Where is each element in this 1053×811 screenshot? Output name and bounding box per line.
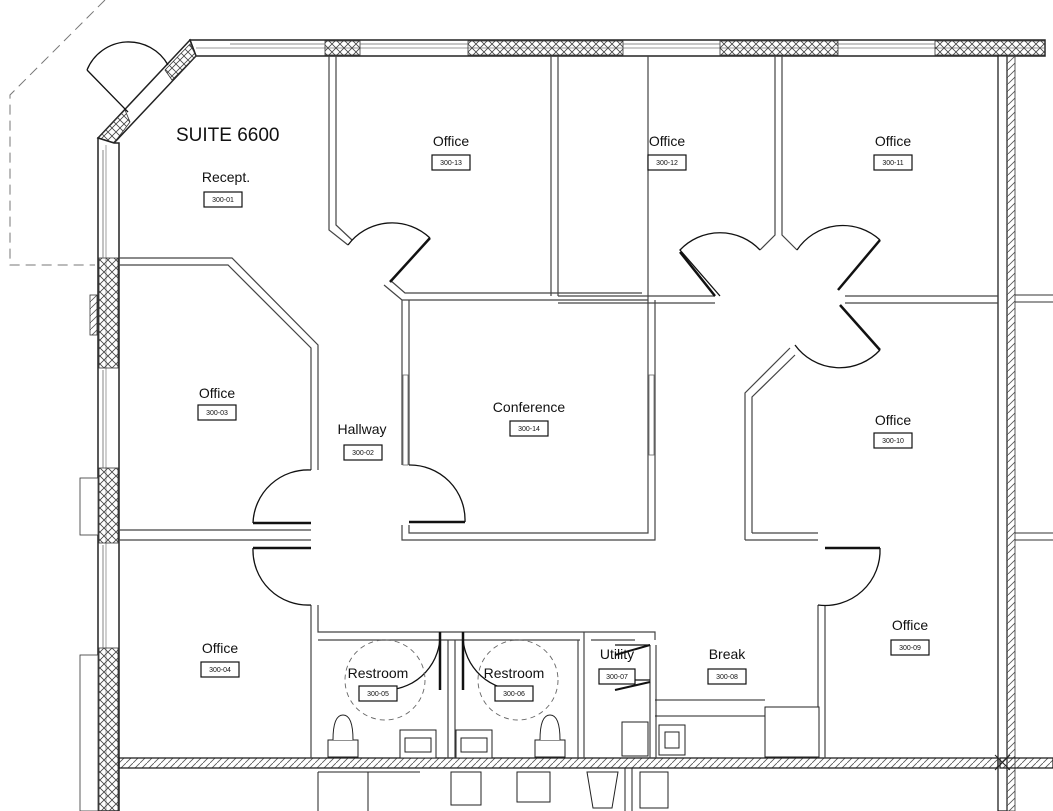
room-300-14: Conference 300-14: [493, 399, 566, 437]
window-lines: [102, 43, 935, 648]
room-300-06: Restroom 300-06: [484, 665, 545, 702]
room-name: Office: [199, 385, 236, 401]
room-300-09: Office 300-09: [890, 617, 930, 656]
room-name: Restroom: [348, 665, 409, 681]
room-300-03: Office 300-03: [197, 385, 237, 421]
room-number: 300-07: [606, 674, 628, 681]
room-number: 300-11: [882, 160, 903, 167]
room-name: Office: [875, 412, 912, 428]
room-number: 300-10: [882, 438, 904, 445]
room-name: Office: [649, 133, 686, 149]
room-number: 300-12: [656, 160, 678, 167]
room-300-11: Office 300-11: [873, 133, 913, 171]
room-300-13: Office 300-13: [431, 133, 471, 171]
room-number: 300-09: [899, 645, 921, 652]
room-300-05: Restroom 300-05: [348, 665, 409, 702]
room-number: 300-05: [367, 691, 389, 698]
room-name: Restroom: [484, 665, 545, 681]
room-name: Break: [709, 646, 747, 662]
room-300-12: Office 300-12: [647, 133, 687, 171]
room-number: 300-14: [518, 426, 540, 433]
room-name: Office: [202, 640, 239, 656]
room-300-04: Office 300-04: [200, 640, 240, 678]
room-number: 300-13: [440, 160, 462, 167]
room-number: 300-01: [212, 197, 234, 204]
room-300-01: Recept. 300-01: [202, 169, 250, 208]
turning-circles: [344, 639, 559, 721]
room-name: Office: [892, 617, 929, 633]
room-labels: Recept. 300-01 Hallway 300-02 Office 300…: [197, 133, 930, 702]
room-300-07: Utility 300-07: [598, 646, 636, 685]
room-300-02: Hallway 300-02: [337, 421, 387, 461]
room-name: Office: [433, 133, 470, 149]
room-number: 300-06: [503, 691, 525, 698]
suite-title: SUITE 6600: [176, 125, 280, 146]
room-number: 300-03: [206, 410, 228, 417]
fixtures: [317, 699, 820, 811]
interior-walls: [119, 56, 998, 758]
room-number: 300-02: [352, 450, 374, 457]
room-name: Recept.: [202, 169, 250, 185]
room-300-08: Break 300-08: [707, 646, 747, 685]
dashed-outline: [9, 0, 106, 266]
room-name: Conference: [493, 399, 566, 415]
room-number: 300-08: [716, 674, 738, 681]
room-name: Office: [875, 133, 912, 149]
room-300-10: Office 300-10: [873, 412, 913, 449]
room-number: 300-04: [209, 667, 231, 674]
room-name: Utility: [600, 646, 634, 662]
room-name: Hallway: [337, 421, 386, 437]
